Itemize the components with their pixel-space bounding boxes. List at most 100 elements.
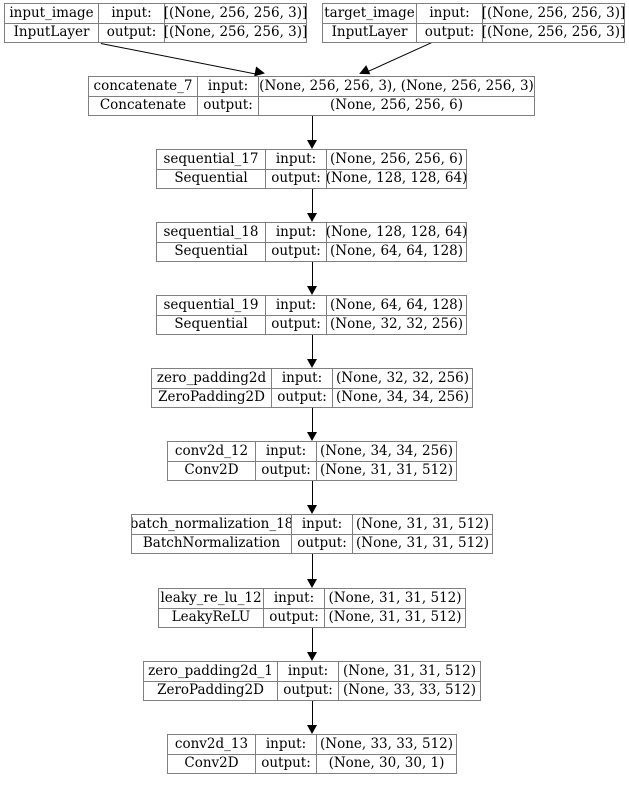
layer-name: batch_normalization_18 xyxy=(132,515,292,534)
input-label: input: xyxy=(198,77,259,96)
edge-zero_padding2d-to-conv2d_12-line xyxy=(312,408,313,433)
input-shape-value: [(None, 256, 256, 3)] xyxy=(483,4,624,21)
layer-class-name: Sequential xyxy=(157,169,266,188)
layer-name: sequential_17 xyxy=(157,150,266,169)
layer-class-name: BatchNormalization xyxy=(132,534,292,553)
layer-class-name: Conv2D xyxy=(168,461,256,480)
edge-leaky_re_lu_12-to-zero_padding2d_1-arrowhead xyxy=(307,652,317,661)
input-shape-value: (None, 64, 64, 128) xyxy=(329,296,464,313)
edge-batch_normalization_18-to-leaky_re_lu_12-arrowhead xyxy=(307,579,317,588)
output-label: output: xyxy=(266,169,327,188)
input-label: input: xyxy=(256,735,317,754)
edge-zero_padding2d_1-to-conv2d_13-arrowhead xyxy=(307,725,317,734)
edge-input_image-to-concatenate_7-line xyxy=(100,43,257,75)
output-label: output: xyxy=(278,681,339,700)
layer-class-name: Sequential xyxy=(157,315,266,334)
layer-name: leaky_re_lu_12 xyxy=(159,589,264,608)
output-shape-value: (None, 33, 33, 512) xyxy=(342,682,477,698)
layer-name: zero_padding2d_1 xyxy=(144,662,278,681)
input-label: input: xyxy=(99,4,165,23)
output-label: output: xyxy=(198,96,259,115)
input-label: input: xyxy=(266,150,327,169)
output-shape-value: (None, 128, 128, 64) xyxy=(327,170,466,186)
output-shape-value: (None, 30, 30, 1) xyxy=(328,755,445,771)
edge-sequential_17-to-sequential_18-arrowhead xyxy=(307,213,317,222)
input-shape-value: (None, 31, 31, 512) xyxy=(355,515,490,532)
edge-batch_normalization_18-to-leaky_re_lu_12-line xyxy=(312,554,313,580)
layer-name: concatenate_7 xyxy=(89,77,198,96)
edge-concatenate_7-to-sequential_17-arrowhead xyxy=(307,140,317,149)
layer-class-name: InputLayer xyxy=(5,23,99,42)
edge-target_image-to-concatenate_7-line xyxy=(366,42,432,73)
layer-name: sequential_19 xyxy=(157,296,266,315)
layer-class-name: Conv2D xyxy=(168,754,256,773)
input-shape-value: [(None, 256, 256, 3), (None, 256, 256, 3… xyxy=(259,77,534,94)
edge-zero_padding2d-to-conv2d_12-arrowhead xyxy=(307,432,317,441)
output-label: output: xyxy=(272,388,333,407)
output-shape-value: (None, 32, 32, 256) xyxy=(329,316,464,332)
output-label: output: xyxy=(266,242,327,261)
output-shape-value: [(None, 256, 256, 3)] xyxy=(483,24,624,40)
output-label: output: xyxy=(256,461,317,480)
edge-sequential_19-to-zero_padding2d-arrowhead xyxy=(307,359,317,368)
input-label: input: xyxy=(256,442,317,461)
edge-sequential_19-to-zero_padding2d-line xyxy=(312,335,313,360)
input-label: input: xyxy=(272,369,333,388)
output-shape-value: (None, 31, 31, 512) xyxy=(328,609,462,625)
output-label: output: xyxy=(417,23,483,42)
edge-conv2d_12-to-batch_normalization_18-line xyxy=(312,481,313,506)
edge-leaky_re_lu_12-to-zero_padding2d_1-line xyxy=(312,628,313,653)
output-shape-value: [(None, 256, 256, 3)] xyxy=(165,24,306,40)
input-shape-value: (None, 31, 31, 512) xyxy=(342,662,477,679)
output-label: output: xyxy=(292,534,353,553)
output-label: output: xyxy=(266,315,327,334)
input-label: input: xyxy=(266,296,327,315)
input-shape-value: (None, 33, 33, 512) xyxy=(319,735,454,752)
output-label: output: xyxy=(256,754,317,773)
edge-zero_padding2d_1-to-conv2d_13-line xyxy=(312,701,313,726)
layer-name: conv2d_12 xyxy=(168,442,256,461)
edge-sequential_18-to-sequential_19-arrowhead xyxy=(307,286,317,295)
output-label: output: xyxy=(264,608,325,627)
layer-name: zero_padding2d xyxy=(152,369,272,388)
input-label: input: xyxy=(417,4,483,23)
layer-name: input_image xyxy=(5,4,99,23)
input-shape-value: (None, 34, 34, 256) xyxy=(319,442,454,459)
input-shape-value: (None, 32, 32, 256) xyxy=(335,369,470,386)
layer-name: target_image xyxy=(323,4,417,23)
layer-name: sequential_18 xyxy=(157,223,266,242)
input-label: input: xyxy=(266,223,327,242)
layer-class-name: LeakyReLU xyxy=(159,608,264,627)
